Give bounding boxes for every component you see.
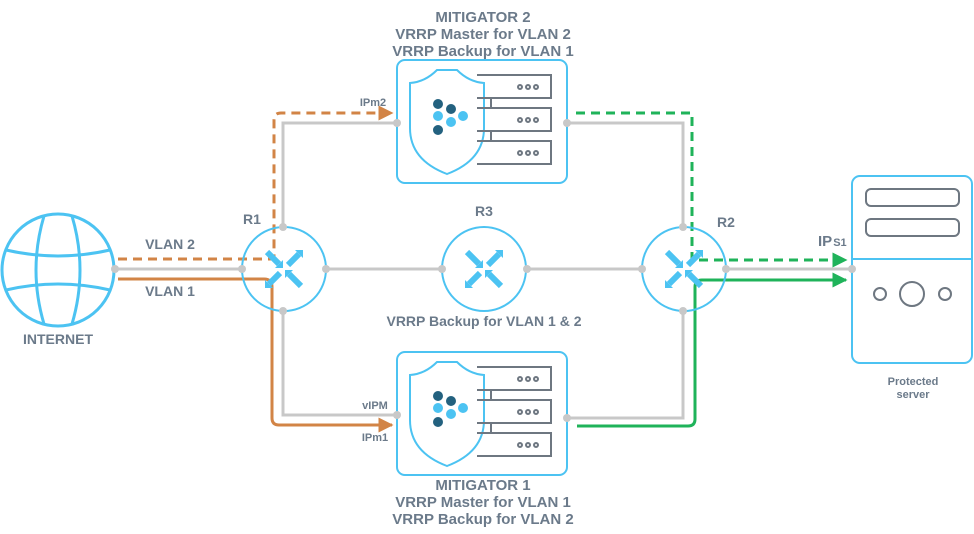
server-ip-label: IPS1: [818, 233, 847, 250]
server-label-line1: Protected: [888, 376, 939, 388]
shield-icon: [409, 69, 485, 176]
mitigator1-line1: VRRP Master for VLAN 1: [395, 494, 571, 511]
router-r3[interactable]: [441, 226, 527, 312]
internet-globe-icon: [0, 212, 116, 328]
vlan2-label: VLAN 2: [145, 236, 195, 252]
mitigator1-ip-label: IPm1: [362, 432, 388, 444]
link-mitigator2-r2: [567, 121, 685, 227]
gray-links: [115, 121, 852, 420]
router-r2-label: R2: [717, 214, 735, 230]
router-r3-label: R3: [475, 203, 493, 219]
mitigator2-title: MITIGATOR 2: [435, 9, 530, 26]
mitigator2-device[interactable]: [396, 59, 568, 184]
server-label-line2: server: [896, 389, 930, 401]
vlan1-solid-path: [118, 277, 394, 433]
mitigator1-line2: VRRP Backup for VLAN 2: [392, 511, 573, 528]
mitigator1-device[interactable]: [396, 351, 568, 476]
router-arrows-icon: [465, 250, 503, 288]
mitigator1-vip-label: vIPM: [362, 400, 388, 412]
router-arrows-icon: [665, 250, 703, 288]
link-mitigator1-r2: [567, 311, 685, 420]
link-r1-mitigator2: [281, 121, 397, 227]
router-r3-caption: VRRP Backup for VLAN 1 & 2: [386, 313, 581, 329]
router-r1[interactable]: [241, 226, 327, 312]
port-dots: [111, 119, 856, 422]
server-rack-icon: [477, 366, 552, 457]
mitigator2-line2: VRRP Backup for VLAN 1: [392, 43, 573, 60]
mitigator2-line1: VRRP Master for VLAN 2: [395, 26, 571, 43]
mitigator-logo-icon: [433, 99, 468, 135]
vlan1-label: VLAN 1: [145, 283, 195, 299]
mitigator-logo-icon: [433, 391, 468, 427]
link-r1-mitigator1: [281, 311, 397, 417]
shield-icon: [409, 361, 485, 468]
router-r1-label: R1: [243, 211, 261, 227]
mitigator2-ip-label: IPm2: [360, 97, 386, 109]
server-rack-icon: [477, 74, 552, 165]
router-r2[interactable]: [641, 226, 727, 312]
router-arrows-icon: [265, 250, 303, 288]
mitigator1-title: MITIGATOR 1: [435, 477, 530, 494]
internet-label: INTERNET: [23, 331, 93, 347]
protected-server-icon[interactable]: [851, 175, 973, 364]
